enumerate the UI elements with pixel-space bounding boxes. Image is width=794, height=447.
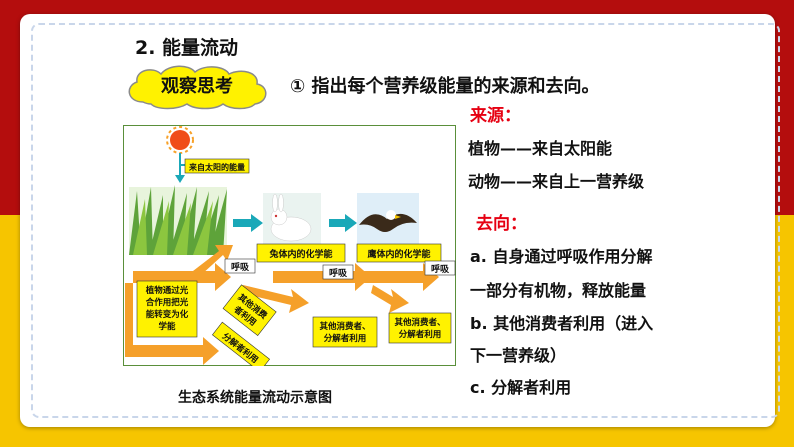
- destination-line-4: 下一营养级）: [470, 346, 567, 365]
- respiration-label-2: 呼吸: [329, 267, 348, 279]
- respiration-label-1: 呼吸: [231, 261, 250, 273]
- consumer-flow-arrow-2: [371, 285, 409, 313]
- slide-card-border: [31, 23, 780, 418]
- eagle-energy-box: [356, 243, 442, 263]
- plant-label-3: 能转变为化: [146, 309, 189, 320]
- eagle-flow-arrow: [363, 263, 439, 291]
- plant-label-1: 植物通过光: [145, 285, 189, 296]
- cloud-shape: [128, 65, 267, 110]
- consumer-flow-arrow-1: [241, 285, 309, 313]
- rabbit-to-eagle-arrow: [329, 214, 357, 232]
- eagle-image: [357, 193, 419, 245]
- other-consumers-tilted: 其他消费 者利用: [222, 284, 277, 336]
- respiration-box-1: [224, 258, 256, 274]
- cloud-callout: 观察思考: [123, 64, 271, 110]
- sun-label-box: [184, 158, 250, 174]
- rabbit-energy-box: [256, 243, 346, 263]
- consumers-box-1-line-1: 其他消费者、: [319, 321, 370, 332]
- plant-label-4: 学能: [158, 321, 176, 332]
- destination-heading: 去向：: [476, 214, 527, 234]
- plant-energy-box: [136, 280, 198, 338]
- grass-to-rabbit-arrow: [233, 214, 263, 232]
- consumers-box-2-line-1: 其他消费者、: [394, 317, 445, 328]
- consumers-box-2: [388, 312, 452, 344]
- section-title: 2. 能量流动: [135, 37, 239, 59]
- rabbit-energy-label: 兔体内的化学能: [268, 248, 332, 260]
- question-text: ① 指出每个营养级能量的来源和去向。: [290, 76, 600, 97]
- destination-line-1: a. 自身通过呼吸作用分解: [470, 247, 653, 266]
- eagle-energy-label: 鹰体内的化学能: [367, 248, 430, 260]
- energy-flow-svg: 来自太阳的能量: [123, 125, 456, 373]
- energy-flow-diagram: 来自太阳的能量: [123, 125, 456, 373]
- consumers-box-2-line-2: 分解者利用: [399, 329, 442, 340]
- to-rabbit-flow-arrow: [193, 245, 233, 275]
- respiration-label-3: 呼吸: [431, 263, 450, 275]
- sun-label: 来自太阳的能量: [188, 162, 245, 172]
- respiration-box-2: [322, 264, 354, 280]
- plant-label-2: 合作用把光: [145, 297, 189, 308]
- consumers-box-1-line-2: 分解者利用: [324, 333, 367, 344]
- respiration-box-3: [424, 260, 456, 276]
- destination-line-2: 一部分有机物，释放能量: [470, 281, 647, 300]
- cloud-label: 观察思考: [161, 76, 233, 97]
- destination-line-3: b. 其他消费者利用（进入: [470, 314, 654, 333]
- grass-image: [129, 185, 227, 255]
- rabbit-image: [263, 193, 321, 245]
- consumers-box-1: [312, 316, 378, 348]
- sun-arrow-head: [175, 175, 185, 183]
- source-heading: 来源：: [470, 106, 521, 126]
- diagram-caption: 生态系统能量流动示意图: [178, 390, 332, 406]
- decomposer-flow-arrow: [125, 283, 219, 365]
- destination-line-5: c. 分解者利用: [470, 378, 572, 397]
- plant-flow-arrow: [133, 263, 231, 291]
- source-line-1: 植物——来自太阳能: [468, 139, 613, 158]
- rabbit-flow-arrow: [273, 263, 371, 291]
- source-line-2: 动物——来自上一营养级: [468, 172, 645, 191]
